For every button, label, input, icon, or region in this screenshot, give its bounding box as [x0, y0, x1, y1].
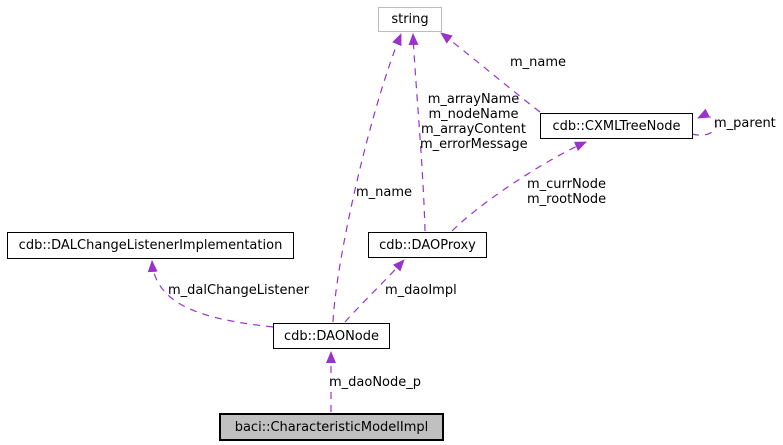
edge-label-m-name-mid: m_name: [356, 185, 413, 200]
edge-label-string-members: m_arrayName m_nodeName m_arrayContent m_…: [420, 92, 528, 152]
edge-daonode-to-string: [332, 33, 402, 323]
edge-daonode-to-dalchangelistener: [147, 260, 274, 328]
edge-label-m-name-top: m_name: [510, 55, 567, 70]
edge-label-m-dao-impl: m_daoImpl: [385, 283, 457, 298]
node-dal-change-listener-implementation[interactable]: cdb::DALChangeListenerImplementation: [7, 232, 294, 259]
edge-label-tree-node-members: m_currNode m_rootNode: [527, 177, 607, 207]
edge-label-m-dal-change-listener: m_dalChangeListener: [168, 283, 310, 298]
edge-cxmltreenode-to-string: [440, 32, 541, 113]
edge-daoproxy-to-cxmltreenode: [451, 141, 587, 232]
edge-label-m-dao-node-p: m_daoNode_p: [329, 375, 422, 390]
node-string: string: [378, 7, 442, 32]
node-dao-node[interactable]: cdb::DAONode: [273, 323, 390, 349]
node-dao-proxy[interactable]: cdb::DAOProxy: [368, 232, 487, 258]
edge-cxmltreenode-self-loop: [691, 108, 717, 136]
node-cxml-tree-node[interactable]: cdb::CXMLTreeNode: [540, 113, 693, 139]
edge-label-m-parent: m_parent: [714, 116, 776, 131]
edge-daonode-to-daoproxy: [344, 259, 405, 323]
node-characteristic-model-impl: baci::CharacteristicModelImpl: [219, 413, 444, 441]
edge-daoproxy-to-string: [408, 33, 426, 232]
